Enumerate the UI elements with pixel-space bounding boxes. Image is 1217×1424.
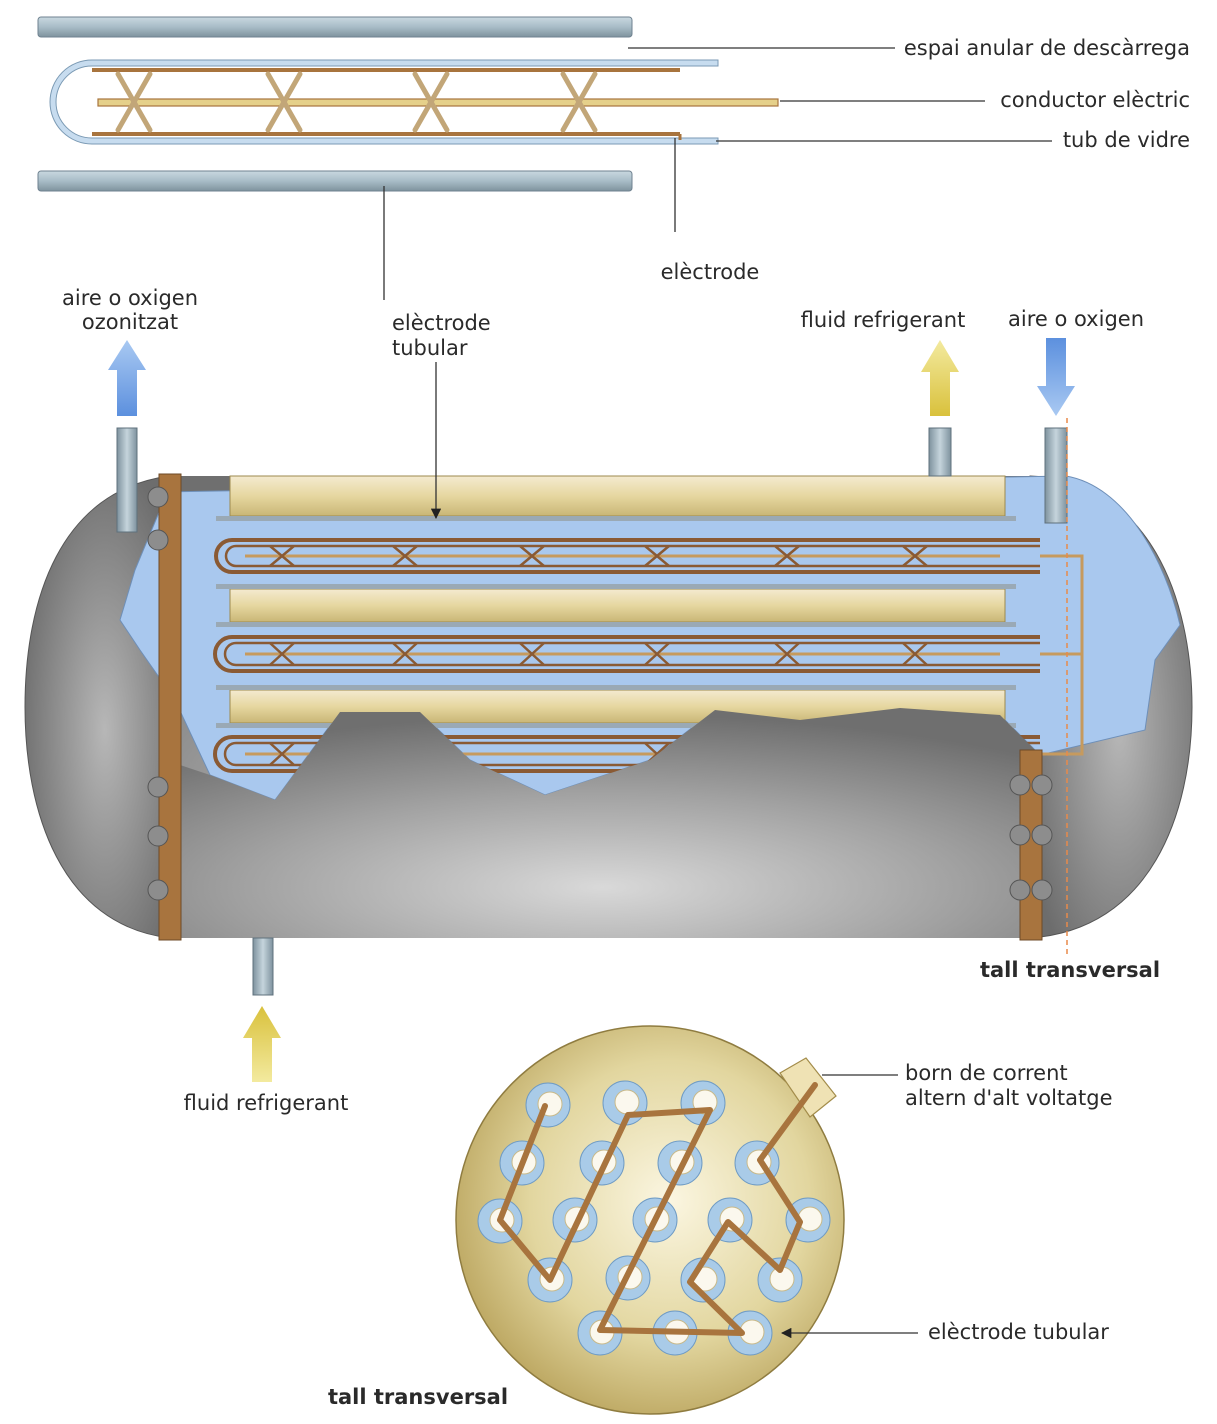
label-tubular-1: elèctrode [392, 311, 491, 335]
outer-tube-top [37, 16, 633, 38]
label-electrode: elèctrode [661, 260, 760, 284]
arrow-up-icon [921, 340, 959, 416]
label-tubular-section: elèctrode tubular [928, 1320, 1109, 1344]
label-tubular-2: tubular [392, 336, 468, 360]
outlet-pipe-ozonized [116, 427, 138, 533]
label-air-out-2: ozonitzat [82, 310, 178, 334]
label-cross-section-bottom: tall transversal [328, 1385, 508, 1409]
arrow-down-icon [1037, 338, 1075, 416]
spacers [115, 71, 598, 133]
inlet-pipe-coolant [252, 937, 274, 996]
cross-section: born de corrent altern d'alt voltatge el… [328, 1025, 1113, 1415]
label-air-in: aire o oxigen [1008, 307, 1144, 331]
label-coolant-out: fluid refrigerant [801, 308, 966, 332]
label-air-out-1: aire o oxigen [62, 286, 198, 310]
tubular-electrode-core [614, 1089, 640, 1115]
flow-arrows [108, 338, 1075, 1082]
tank-flanges [147, 473, 1053, 941]
label-cross-section-side: tall transversal [980, 958, 1160, 982]
conductor-rod [97, 98, 779, 107]
tubular-electrodes [216, 475, 1016, 728]
outer-tube-bottom [37, 170, 633, 192]
outlet-pipe-coolant [928, 427, 952, 477]
label-annular-space: espai anular de descàrrega [904, 36, 1190, 60]
arrow-up-icon [108, 340, 146, 416]
label-coolant-in: fluid refrigerant [184, 1091, 349, 1115]
tank-front-shell [165, 708, 1040, 938]
label-terminal-1: born de corrent [905, 1061, 1068, 1085]
section-wiring [497, 1082, 818, 1336]
ozonizer-tank [24, 418, 1193, 996]
glass-tube [49, 59, 719, 145]
label-terminal-2: altern d'alt voltatge [905, 1086, 1113, 1110]
arrow-up-icon [243, 1006, 281, 1082]
electrode-detail: espai anular de descàrrega conductor elè… [37, 16, 1190, 300]
inlet-pipe-air [1044, 427, 1068, 524]
label-glass-tube: tub de vidre [1063, 128, 1190, 152]
label-conductor: conductor elèctric [1000, 88, 1190, 112]
